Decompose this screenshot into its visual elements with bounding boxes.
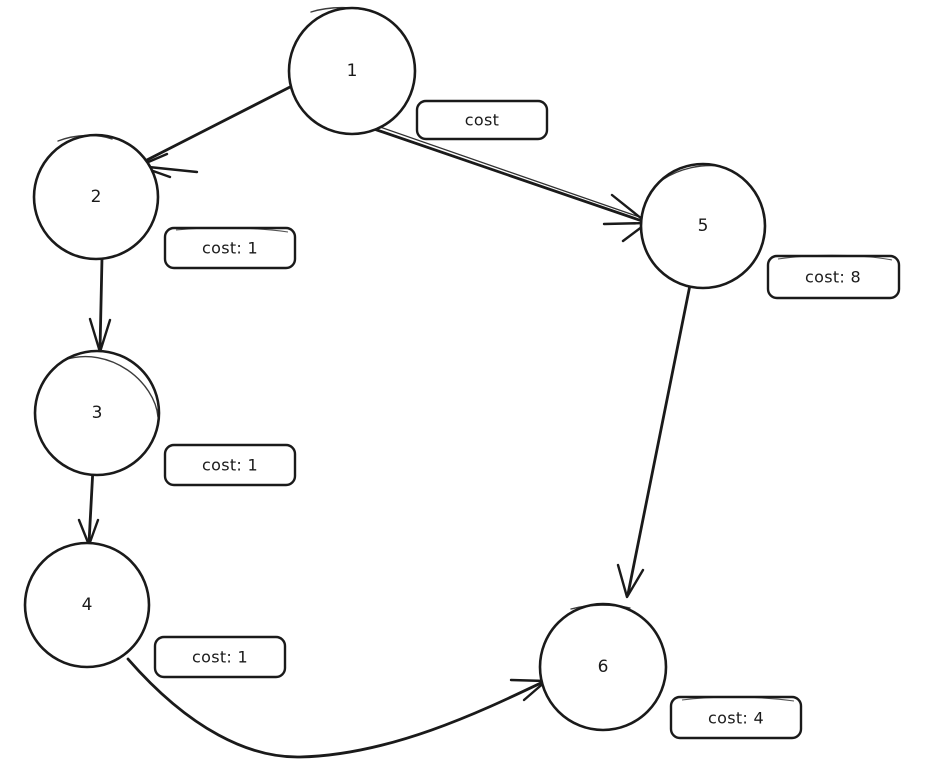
edge-2-to-3-line [98,256,104,352]
node-4[interactable]: 4 [23,541,151,669]
edge-1-to-5-line-echo [379,126,649,221]
node-3[interactable]: 3 [33,349,161,477]
node-3-circle [33,349,161,477]
node-3-label: 3 [92,403,103,423]
cost-label-node-1-box [415,99,549,141]
cost-label-node-5-box-sketch-overstroke [777,254,893,261]
cost-label-node-4[interactable]: cost: 1 [153,635,287,679]
edge-1-to-5-line [372,127,647,224]
cost-labels-layer: cost cost: 1 cost: 8 cost: 1 [153,99,901,740]
edge-4-to-6-line [126,657,545,759]
node-4-circle [23,541,151,669]
node-6-label: 6 [598,657,609,677]
cost-label-node-5-box [766,254,901,300]
edge-1-to-5[interactable] [372,126,649,243]
cost-label-node-3-box [163,443,297,487]
node-6-circle-sketch-overstroke [570,604,631,610]
node-3-circle-sketch-overstroke [63,355,159,418]
node-2-circle [32,133,160,261]
node-6-circle [538,602,668,732]
cost-label-node-6-text: cost: 4 [708,709,764,728]
edges-layer [77,84,692,759]
cost-label-node-2-box-sketch-overstroke [175,227,289,233]
cost-label-node-3[interactable]: cost: 1 [163,443,297,487]
cost-label-node-3-text: cost: 1 [202,456,258,475]
cost-label-node-5[interactable]: cost: 8 [766,254,901,300]
edge-5-to-6[interactable] [616,283,692,599]
node-5-circle-sketch-overstroke [661,164,721,181]
edge-5-to-6-line [626,283,692,596]
cost-label-node-2-text: cost: 1 [202,239,258,258]
edge-3-to-4[interactable] [77,466,100,547]
node-2-circle-sketch-overstroke [57,134,113,142]
cost-label-node-6[interactable]: cost: 4 [669,695,803,740]
edge-3-to-4-line [87,466,95,545]
cost-label-node-6-box-sketch-overstroke [681,696,795,702]
cost-label-node-2[interactable]: cost: 1 [163,226,297,270]
edge-1-to-2[interactable] [137,84,294,179]
node-1-circle-sketch-overstroke [310,6,379,14]
edge-2-to-3[interactable] [88,256,112,354]
cost-label-node-1[interactable]: cost [415,99,549,141]
cost-label-node-5-text: cost: 8 [805,268,861,287]
node-4-label: 4 [82,595,93,615]
nodes-layer: 1 2 3 4 5 [23,6,767,732]
node-5[interactable]: 5 [639,162,767,290]
node-6[interactable]: 6 [538,602,668,732]
cost-label-node-1-text: cost [465,111,499,130]
node-2[interactable]: 2 [32,133,160,261]
edge-1-to-2-line [141,84,294,164]
node-5-label: 5 [698,216,709,236]
node-2-label: 2 [91,187,102,207]
node-1-label: 1 [347,61,358,81]
cost-label-node-4-box [153,635,287,679]
edge-5-to-6-arrowhead [616,563,645,599]
node-5-circle [639,162,767,290]
cost-label-node-4-text: cost: 1 [192,648,248,667]
node-1[interactable]: 1 [287,6,417,136]
